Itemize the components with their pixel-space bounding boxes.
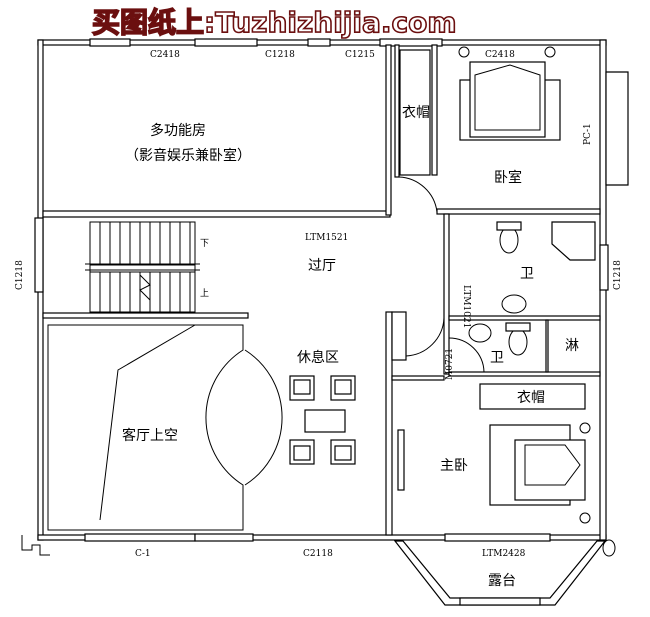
room-label: 卫	[490, 350, 504, 366]
room-label: （影音娱乐兼卧室）	[125, 147, 251, 164]
bay-window	[605, 71, 629, 186]
window-label: C1215	[345, 50, 375, 60]
room-label: 淋	[565, 338, 579, 354]
window-label: C2418	[485, 50, 515, 60]
window-label: C1218	[613, 260, 623, 290]
window-label: C2418	[150, 50, 180, 60]
door-label: LTM2428	[482, 549, 526, 559]
room-label: 卧室	[494, 169, 522, 186]
closet-2	[479, 383, 586, 410]
room-label: 衣帽	[517, 390, 545, 406]
window-label: PC-1	[583, 123, 593, 145]
window-label: C1218	[15, 260, 25, 290]
closet-1	[399, 49, 431, 176]
living-void	[47, 324, 283, 531]
stair-down-label: 下	[200, 239, 209, 249]
room-label: 休息区	[297, 349, 339, 366]
window-label: C1218	[265, 50, 295, 60]
room-label: 客厅上空	[122, 427, 178, 444]
stair-up-label: 上	[200, 288, 209, 299]
master-bed-icon	[489, 422, 591, 524]
terrace	[393, 539, 616, 606]
bed-icon	[458, 46, 561, 141]
room-label: 过厅	[308, 258, 336, 274]
room-label: 露台	[488, 573, 516, 589]
bath-fixtures	[468, 221, 596, 356]
room-label: 衣帽	[402, 105, 430, 121]
door-label: M0721	[445, 348, 455, 380]
watermark: 买图纸上:Tuzhizhijia.com	[92, 6, 457, 39]
window-label: C2118	[303, 549, 333, 559]
door-label: LTM1021	[461, 285, 471, 328]
doors	[397, 176, 485, 491]
interior-walls	[42, 44, 601, 536]
room-label: 卫	[520, 266, 534, 282]
door-label: LTM1521	[305, 233, 348, 243]
window-label: C-1	[135, 549, 151, 559]
top-windows	[34, 38, 609, 542]
room-label: 多功能房	[150, 122, 206, 139]
lounge-furniture	[289, 375, 356, 465]
room-label: 主卧	[440, 458, 468, 474]
staircase	[85, 221, 200, 313]
